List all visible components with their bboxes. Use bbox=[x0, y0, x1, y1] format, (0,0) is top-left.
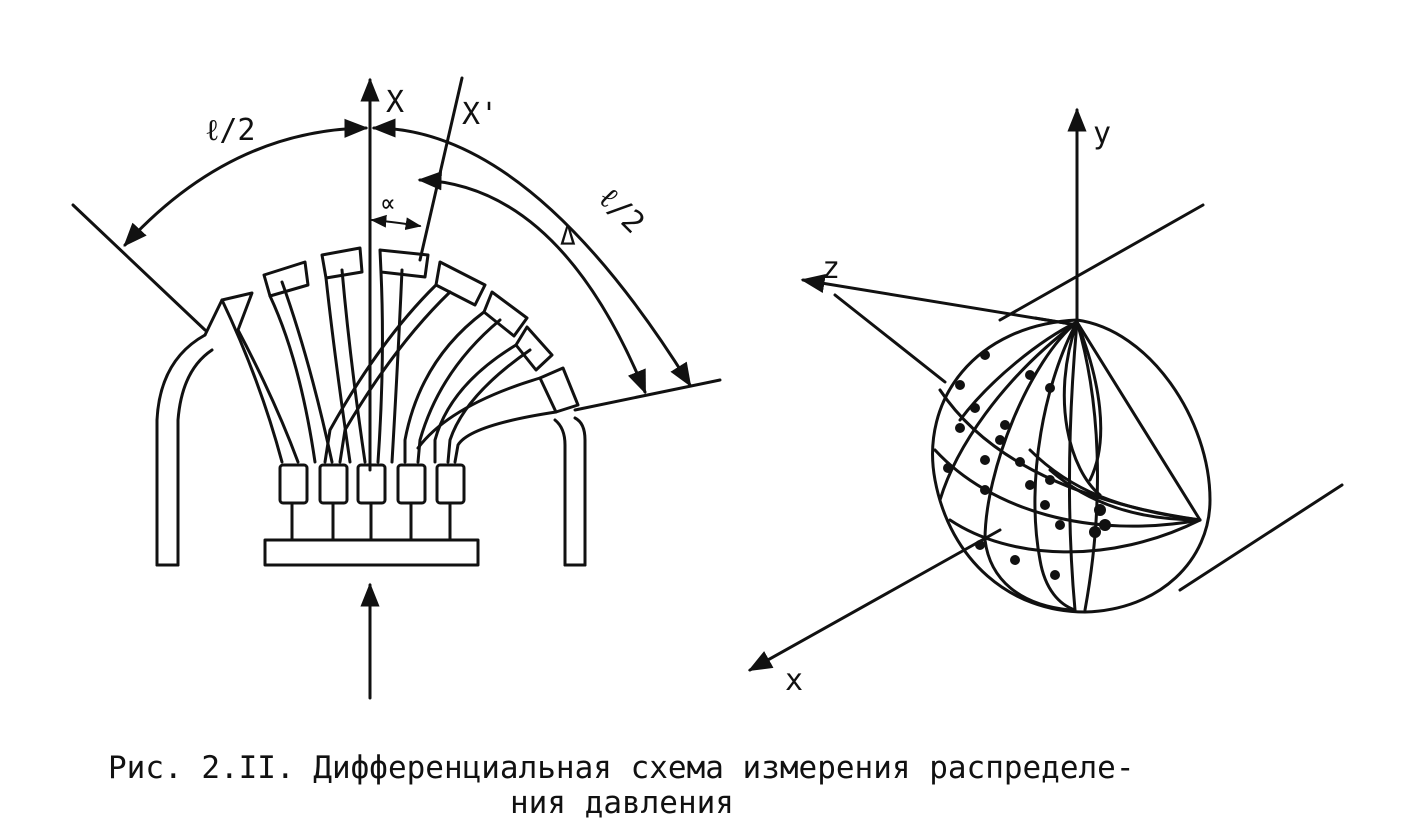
figure-caption-line1: Рис. 2.II. Дифференциальная схема измере… bbox=[108, 750, 1135, 786]
probe-body-arch-right bbox=[553, 418, 567, 567]
sphere-outline bbox=[931, 318, 1212, 614]
orifice-segments bbox=[203, 246, 580, 414]
probe-body-arch-left-inner bbox=[176, 348, 214, 567]
pressure-tubes bbox=[220, 268, 558, 464]
z-axis-label: z bbox=[822, 251, 840, 286]
x-prime-axis-line bbox=[418, 76, 464, 262]
half-length-right-label: ℓ/2 bbox=[591, 180, 651, 240]
pressure-tap-markers bbox=[943, 350, 1111, 580]
half-length-arc-left bbox=[123, 118, 369, 247]
transducers bbox=[278, 463, 466, 542]
alpha-arc bbox=[370, 214, 422, 231]
figure-caption-line2: ния давления bbox=[510, 785, 734, 821]
x-axis-right-line bbox=[747, 528, 1002, 672]
left-extension-line bbox=[71, 203, 207, 332]
alpha-label: ∝ bbox=[380, 189, 396, 219]
probe-body-arch-left bbox=[155, 333, 207, 567]
pressure-probe-diagram: X X' ℓ/2 ℓ/2 Δ ∝ bbox=[71, 76, 722, 700]
z-axis-line bbox=[800, 274, 1079, 327]
sphere-measurement-diagram: y z x bbox=[747, 107, 1344, 698]
probe-body-arch-right-inner bbox=[573, 416, 587, 567]
cylinder-z-line bbox=[833, 293, 947, 384]
cylinder-top-line bbox=[998, 203, 1205, 322]
y-axis-label: y bbox=[1093, 116, 1111, 151]
x-axis-label: X bbox=[386, 85, 404, 120]
base-plate bbox=[263, 538, 480, 567]
cylinder-bottom-line bbox=[1178, 483, 1344, 592]
sphere-sweep-curves bbox=[933, 388, 1202, 554]
right-extension-line bbox=[573, 378, 722, 412]
half-length-left-label: ℓ/2 bbox=[205, 113, 256, 148]
x-prime-axis-label: X' bbox=[462, 97, 498, 132]
x-axis-right-label: x bbox=[785, 663, 803, 698]
delta-arc bbox=[417, 171, 647, 395]
delta-label: Δ bbox=[560, 222, 576, 252]
